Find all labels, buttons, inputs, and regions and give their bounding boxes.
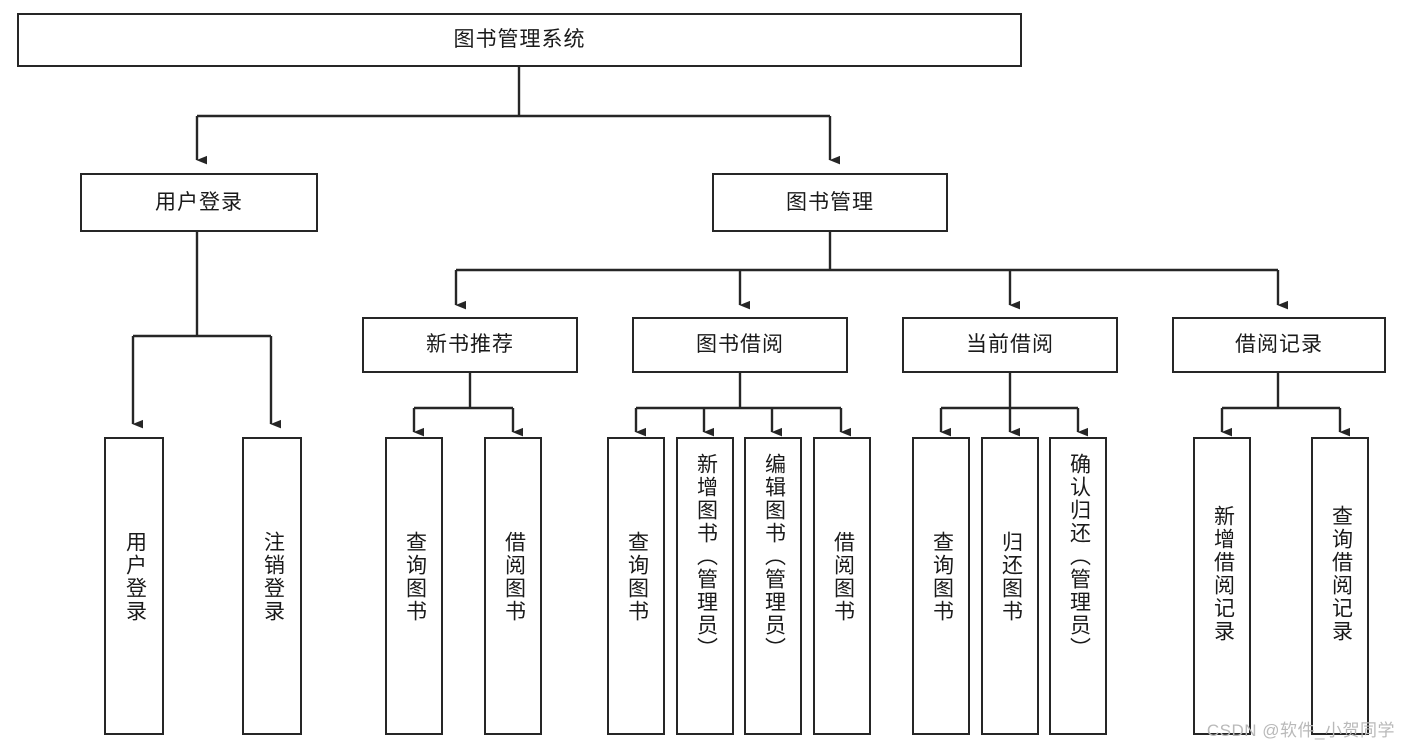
node-label: 借阅图书 bbox=[502, 531, 526, 623]
node-book-borrow[interactable]: 图书借阅 bbox=[632, 317, 848, 373]
node-book-management[interactable]: 图书管理 bbox=[712, 173, 948, 232]
csdn-watermark: CSDN @软件_小贺同学 bbox=[1206, 721, 1395, 740]
node-label: 归还图书 bbox=[999, 531, 1023, 623]
leaf-borrow-record-query-record[interactable]: 查询借阅记录 bbox=[1311, 437, 1369, 735]
leaf-book-borrow-query-book[interactable]: 查询图书 bbox=[607, 437, 665, 735]
node-label: 新增借阅记录 bbox=[1211, 505, 1235, 643]
node-label: 查询图书 bbox=[625, 531, 649, 623]
node-label: 新增图书（管理员） bbox=[694, 453, 718, 660]
node-root-book-management-system[interactable]: 图书管理系统 bbox=[17, 13, 1022, 67]
node-label: 编辑图书（管理员） bbox=[762, 453, 786, 660]
leaf-current-borrow-confirm-return-admin[interactable]: 确认归还（管理员） bbox=[1049, 437, 1107, 735]
node-label: 查询借阅记录 bbox=[1329, 505, 1353, 643]
node-label: 新书推荐 bbox=[426, 333, 514, 357]
node-label: 图书管理系统 bbox=[453, 28, 586, 52]
node-label: 用户登录 bbox=[155, 190, 243, 214]
node-label: 借阅图书 bbox=[831, 531, 855, 623]
leaf-current-borrow-query-book[interactable]: 查询图书 bbox=[912, 437, 970, 735]
leaf-user-login-logout[interactable]: 注销登录 bbox=[242, 437, 302, 735]
node-label: 图书借阅 bbox=[696, 333, 784, 357]
node-user-login[interactable]: 用户登录 bbox=[80, 173, 318, 232]
node-label: 注销登录 bbox=[261, 531, 285, 623]
node-borrow-record[interactable]: 借阅记录 bbox=[1172, 317, 1386, 373]
leaf-book-borrow-edit-book-admin[interactable]: 编辑图书（管理员） bbox=[744, 437, 802, 735]
leaf-user-login-login[interactable]: 用户登录 bbox=[104, 437, 164, 735]
node-current-borrow[interactable]: 当前借阅 bbox=[902, 317, 1118, 373]
leaf-borrow-record-add-record[interactable]: 新增借阅记录 bbox=[1193, 437, 1251, 735]
node-label: 用户登录 bbox=[123, 531, 147, 623]
leaf-book-borrow-borrow-book[interactable]: 借阅图书 bbox=[813, 437, 871, 735]
leaf-new-book-borrow-book[interactable]: 借阅图书 bbox=[484, 437, 542, 735]
node-label: 查询图书 bbox=[930, 531, 954, 623]
leaf-new-book-query-book[interactable]: 查询图书 bbox=[385, 437, 443, 735]
node-label: 确认归还（管理员） bbox=[1067, 453, 1091, 660]
leaf-book-borrow-add-book-admin[interactable]: 新增图书（管理员） bbox=[676, 437, 734, 735]
node-label: 图书管理 bbox=[786, 190, 874, 214]
leaf-current-borrow-return-book[interactable]: 归还图书 bbox=[981, 437, 1039, 735]
node-new-book-recommend[interactable]: 新书推荐 bbox=[362, 317, 578, 373]
node-label: 借阅记录 bbox=[1235, 333, 1323, 357]
node-label: 当前借阅 bbox=[966, 333, 1054, 357]
node-label: 查询图书 bbox=[403, 531, 427, 623]
